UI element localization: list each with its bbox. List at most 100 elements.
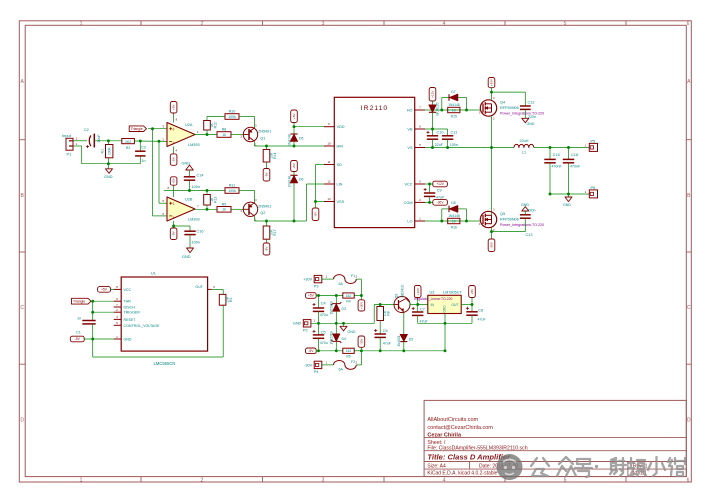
svg-text:2: 2 bbox=[201, 21, 204, 27]
svg-text:R14: R14 bbox=[273, 153, 277, 159]
svg-text:2: 2 bbox=[240, 134, 242, 138]
svg-text:U2A: U2A bbox=[185, 123, 193, 127]
svg-text:Input: Input bbox=[62, 133, 72, 138]
svg-text:1: 1 bbox=[80, 21, 83, 27]
svg-text:2: 2 bbox=[76, 137, 78, 141]
svg-text:R16: R16 bbox=[451, 226, 457, 230]
svg-text:1: 1 bbox=[255, 143, 257, 147]
svg-text:3: 3 bbox=[322, 21, 325, 27]
svg-text:2: 2 bbox=[356, 275, 358, 279]
svg-text:6: 6 bbox=[162, 212, 164, 216]
svg-text:LM393: LM393 bbox=[188, 143, 200, 147]
svg-text:C6: C6 bbox=[383, 329, 388, 333]
svg-text:10K: 10K bbox=[225, 296, 229, 303]
svg-text:IN: IN bbox=[431, 303, 435, 307]
svg-text:Q4: Q4 bbox=[500, 101, 505, 105]
svg-text:220n: 220n bbox=[528, 208, 536, 212]
svg-text:Q3: Q3 bbox=[395, 294, 399, 299]
svg-text:C18: C18 bbox=[571, 153, 578, 157]
svg-text:1k2: 1k2 bbox=[346, 349, 352, 353]
svg-text:1: 1 bbox=[255, 218, 257, 222]
svg-text:C8: C8 bbox=[478, 309, 483, 313]
svg-text:47uF: 47uF bbox=[383, 341, 392, 345]
svg-text:2: 2 bbox=[419, 198, 421, 202]
svg-text:U1: U1 bbox=[151, 271, 156, 275]
svg-text:R2: R2 bbox=[126, 146, 130, 150]
svg-text:Q1: Q1 bbox=[260, 136, 265, 140]
svg-text:2N5401: 2N5401 bbox=[258, 204, 271, 208]
svg-text:DISCH: DISCH bbox=[124, 306, 136, 310]
svg-text:Cezar Chirila: Cezar Chirila bbox=[427, 432, 462, 438]
svg-text:D5: D5 bbox=[299, 137, 303, 141]
svg-text:HIN: HIN bbox=[337, 145, 344, 149]
svg-text:VDD: VDD bbox=[337, 125, 345, 129]
svg-text:C3: C3 bbox=[141, 146, 146, 150]
svg-text:6A: 6A bbox=[339, 282, 344, 286]
svg-text:-5V: -5V bbox=[172, 156, 176, 162]
svg-text:Size: A4: Size: A4 bbox=[427, 463, 446, 469]
svg-text:3: 3 bbox=[419, 180, 421, 184]
svg-text:Triangle: Triangle bbox=[73, 300, 85, 304]
svg-text:6: 6 bbox=[116, 297, 118, 301]
svg-text:R1: R1 bbox=[100, 149, 104, 153]
svg-text:5: 5 bbox=[564, 21, 567, 27]
svg-text:R11: R11 bbox=[229, 184, 235, 188]
svg-text:1: 1 bbox=[76, 142, 78, 146]
svg-text:5: 5 bbox=[162, 199, 164, 203]
svg-text:47uF: 47uF bbox=[478, 318, 487, 322]
svg-text:LO: LO bbox=[407, 220, 412, 224]
svg-text:Power_Integrations:TO-220: Power_Integrations:TO-220 bbox=[500, 112, 544, 116]
svg-text:3: 3 bbox=[322, 477, 325, 483]
svg-text:-30V: -30V bbox=[360, 337, 364, 344]
svg-text:P2: P2 bbox=[303, 329, 308, 333]
svg-text:RESET: RESET bbox=[124, 318, 137, 322]
svg-text:File: ClassDAmplifier-555LM393: File: ClassDAmplifier-555LM393IR2110.sch bbox=[427, 446, 527, 452]
svg-text:2: 2 bbox=[240, 209, 242, 213]
svg-text:2N5401: 2N5401 bbox=[258, 130, 271, 134]
svg-text:R12: R12 bbox=[213, 122, 217, 128]
svg-text:5: 5 bbox=[419, 143, 421, 147]
svg-text:VCC: VCC bbox=[404, 183, 412, 187]
svg-text:3: 3 bbox=[493, 96, 495, 100]
svg-text:RFP50N06: RFP50N06 bbox=[500, 218, 519, 222]
svg-text:+5V: +5V bbox=[172, 177, 176, 184]
svg-text:3: 3 bbox=[162, 125, 164, 129]
svg-text:B: B bbox=[687, 193, 691, 199]
svg-text:VS: VS bbox=[407, 146, 413, 150]
svg-text:+30V: +30V bbox=[360, 301, 364, 309]
svg-text:47uF: 47uF bbox=[436, 196, 445, 200]
svg-text:C16: C16 bbox=[197, 230, 204, 234]
svg-text:KiCad E.D.A. kicad 4.0.2-stab: KiCad E.D.A. kicad 4.0.2-stable bbox=[427, 471, 497, 477]
svg-text:Title: Class D Amplifier: Title: Class D Amplifier bbox=[427, 453, 511, 462]
svg-text:D6: D6 bbox=[299, 178, 303, 182]
svg-text:2: 2 bbox=[162, 137, 164, 141]
svg-text:-30V: -30V bbox=[304, 363, 312, 367]
svg-text:8: 8 bbox=[116, 285, 118, 289]
svg-text:VB: VB bbox=[407, 128, 413, 132]
svg-text:MUR120: MUR120 bbox=[436, 102, 440, 115]
svg-text:100n: 100n bbox=[192, 241, 200, 245]
svg-text:1N5231B: 1N5231B bbox=[329, 301, 333, 314]
svg-text:C14: C14 bbox=[197, 174, 204, 178]
svg-text:100K: 100K bbox=[107, 147, 111, 156]
svg-text:TRIGGER: TRIGGER bbox=[124, 311, 141, 315]
svg-text:6: 6 bbox=[419, 125, 421, 129]
svg-text:A: A bbox=[687, 79, 691, 85]
svg-text:Sheet: /: Sheet: / bbox=[427, 440, 445, 446]
svg-text:OUT: OUT bbox=[451, 303, 458, 307]
svg-text:3: 3 bbox=[255, 198, 257, 202]
svg-text:-30V: -30V bbox=[490, 241, 494, 248]
svg-text:F1: F1 bbox=[351, 274, 355, 278]
svg-text:+10V: +10V bbox=[416, 287, 420, 295]
svg-text:C: C bbox=[20, 305, 24, 311]
svg-text:C: C bbox=[687, 305, 691, 311]
svg-text:VSS: VSS bbox=[337, 200, 345, 204]
svg-text:10uF: 10uF bbox=[97, 134, 101, 143]
svg-text:1: 1 bbox=[80, 477, 83, 483]
svg-text:1: 1 bbox=[314, 319, 316, 323]
svg-text:13: 13 bbox=[327, 197, 331, 201]
svg-text:D7: D7 bbox=[451, 90, 455, 94]
svg-text:1N5231B: 1N5231B bbox=[329, 331, 333, 344]
svg-text:GND: GND bbox=[104, 175, 113, 179]
svg-text:+5V: +5V bbox=[292, 162, 296, 169]
